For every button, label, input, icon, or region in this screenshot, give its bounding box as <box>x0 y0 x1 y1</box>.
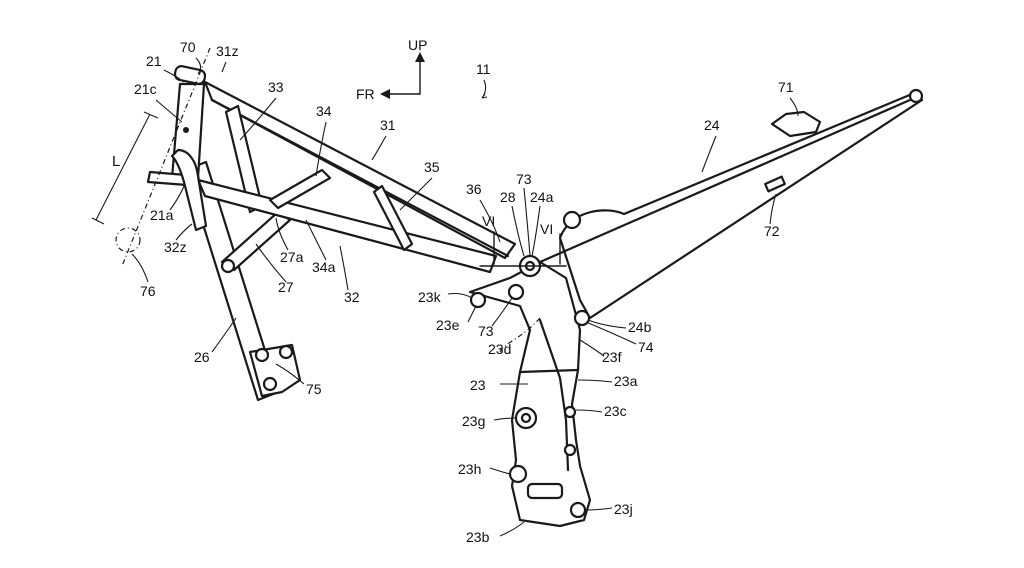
label-26: 26 <box>194 349 210 365</box>
dimension-L <box>91 111 159 225</box>
label-27a: 27a <box>280 249 304 265</box>
label-23b: 23b <box>466 529 490 545</box>
label-11: 11 <box>476 61 491 77</box>
direction-indicator: UP FR <box>356 37 427 102</box>
reference-labels: 70 31z 21 33 21c 34 31 35 L 36 21a 32z 2… <box>112 39 794 545</box>
pivot-plate-23 <box>468 260 592 528</box>
gussets-34-35 <box>268 168 414 252</box>
head-pipe-21 <box>146 65 208 232</box>
label-24b: 24b <box>628 319 652 335</box>
down-tube-26 <box>184 160 302 402</box>
cross-brace-27 <box>220 210 292 274</box>
label-32z: 32z <box>164 239 187 255</box>
label-21: 21 <box>146 53 162 69</box>
axis-circle-76 <box>115 227 141 253</box>
label-L: L <box>112 153 120 170</box>
label-74: 74 <box>638 339 654 355</box>
label-23j: 23j <box>614 501 633 517</box>
label-73-top: 73 <box>516 171 532 187</box>
label-27: 27 <box>278 279 294 295</box>
label-71: 71 <box>778 79 794 95</box>
rear-frame-24 <box>518 88 924 320</box>
label-70: 70 <box>180 39 196 55</box>
label-28: 28 <box>500 189 516 205</box>
label-23h: 23h <box>458 461 481 477</box>
label-35: 35 <box>424 159 440 175</box>
main-tube-31 <box>203 80 517 260</box>
label-23f: 23f <box>602 349 622 365</box>
label-24: 24 <box>704 117 720 133</box>
label-21c: 21c <box>134 81 157 97</box>
label-24a: 24a <box>530 189 554 205</box>
label-73-bottom: 73 <box>478 323 494 339</box>
label-21a: 21a <box>150 207 174 223</box>
label-23k: 23k <box>418 289 442 305</box>
axis-point <box>183 127 189 133</box>
label-31: 31 <box>380 117 396 133</box>
leader-11 <box>481 79 488 99</box>
steering-axis <box>121 47 211 267</box>
label-75: 75 <box>306 381 322 397</box>
label-76: 76 <box>140 283 156 299</box>
label-23e: 23e <box>436 317 460 333</box>
label-34: 34 <box>316 103 332 119</box>
label-34a: 34a <box>312 259 336 275</box>
leader-lines <box>131 57 799 537</box>
label-23d: 23d <box>488 341 511 357</box>
label-23a: 23a <box>614 373 638 389</box>
up-label: UP <box>408 37 427 53</box>
label-23g: 23g <box>462 413 485 429</box>
label-VI-right: VI <box>540 221 553 237</box>
label-72: 72 <box>764 223 780 239</box>
fr-label: FR <box>356 86 375 102</box>
label-23c: 23c <box>604 403 627 419</box>
label-31z: 31z <box>216 43 239 59</box>
label-36: 36 <box>466 181 482 197</box>
label-32: 32 <box>344 289 360 305</box>
section-line-VI <box>479 231 567 267</box>
label-VI-left: VI <box>482 213 495 229</box>
label-23: 23 <box>470 377 486 393</box>
label-33: 33 <box>268 79 284 95</box>
